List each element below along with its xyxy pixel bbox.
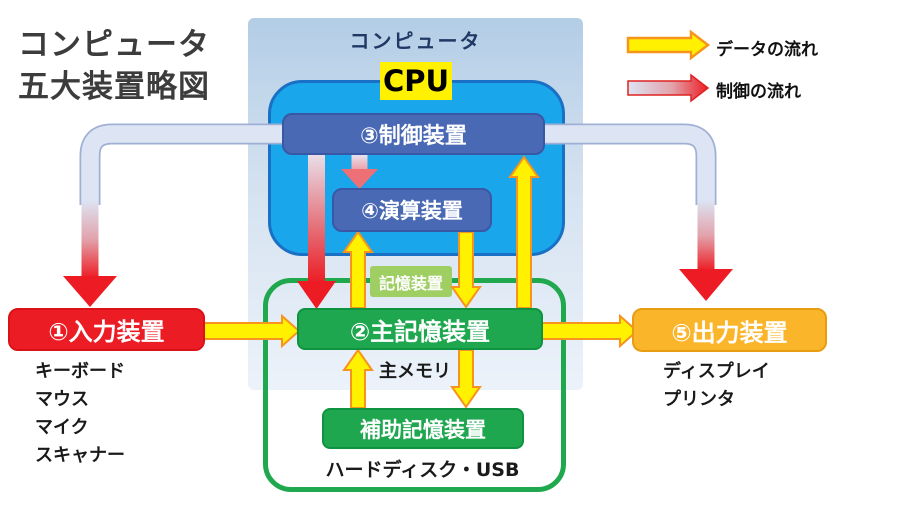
- output-unit-box: ⑤出力装置: [632, 308, 827, 352]
- input-example-item: マイク: [35, 417, 89, 438]
- input-example-item: マウス: [35, 389, 89, 410]
- aux-memory-sublabel: ハードディスク・USB: [325, 459, 520, 481]
- input-examples-list: キーボード マウス マイク スキャナー: [35, 358, 125, 470]
- page-title: コンピュータ 五大装置略図: [18, 24, 210, 108]
- main-memory-box: ②主記憶装置: [297, 308, 543, 350]
- output-unit-label: ⑤出力装置: [671, 318, 788, 347]
- aux-memory-box: 補助記憶装置: [322, 408, 524, 449]
- control-unit-label: ③制御装置: [360, 124, 467, 149]
- input-example-item: スキャナー: [35, 445, 125, 466]
- input-unit-box: ①入力装置: [8, 308, 205, 351]
- aux-memory-label: 補助記憶装置: [360, 417, 486, 442]
- page-title-line1: コンピュータ: [18, 27, 210, 63]
- main-memory-label: ②主記憶装置: [349, 317, 491, 346]
- input-example-item: キーボード: [35, 361, 125, 382]
- legend-data-flow-arrow-icon: [626, 29, 711, 61]
- computer-container-label: コンピュータ: [349, 29, 482, 53]
- page-title-line2: 五大装置略図: [18, 69, 210, 105]
- output-examples-list: ディスプレイ プリンタ: [663, 358, 770, 414]
- alu-unit-box: ④演算装置: [332, 188, 492, 232]
- control-unit-box: ③制御装置: [282, 113, 545, 155]
- main-memory-sublabel: 主メモリ: [379, 361, 451, 382]
- cpu-label-tag: CPU: [380, 62, 452, 100]
- input-unit-label: ①入力装置: [48, 318, 165, 346]
- legend-data-flow-label: データの流れ: [716, 40, 818, 60]
- alu-unit-label: ④演算装置: [361, 199, 463, 223]
- output-example-item: プリンタ: [663, 389, 735, 410]
- storage-group-label: 記憶装置: [370, 266, 452, 297]
- legend-control-flow-arrow-icon: [627, 73, 710, 103]
- output-example-item: ディスプレイ: [663, 361, 770, 382]
- legend-control-flow-label: 制御の流れ: [716, 82, 801, 102]
